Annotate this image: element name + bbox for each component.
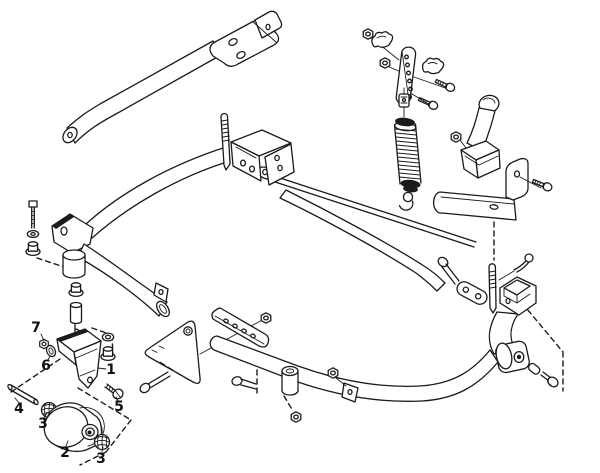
- left-pivot-stack: [62, 249, 86, 342]
- spacer-and-bolt: [527, 362, 559, 388]
- part-label-2: 2: [60, 445, 70, 461]
- bump-stop-lever: [450, 94, 501, 179]
- bolt-head-icon: [139, 382, 151, 394]
- part-label-1: 1: [106, 362, 116, 378]
- rear-mount-bar: [432, 157, 554, 221]
- nut-icon: [260, 312, 272, 324]
- gusset-plate: [139, 318, 265, 394]
- clamp-icon: [421, 55, 446, 76]
- tie-bar: [62, 10, 283, 144]
- mounting-bracket: [56, 328, 102, 389]
- roller: [495, 340, 530, 374]
- upper-tube: [85, 146, 231, 239]
- part-label-4: 4: [14, 401, 24, 417]
- rail-tab: [153, 282, 169, 303]
- roller-wheel: [43, 402, 105, 453]
- nut-icon: [290, 411, 302, 423]
- washer-ring: [45, 344, 57, 358]
- nut-icon: [379, 57, 391, 69]
- screw: [104, 383, 124, 400]
- main-frame: [51, 112, 477, 318]
- bar-sleeve: [281, 365, 299, 396]
- mount-tab: [505, 157, 529, 201]
- drop-pin: [488, 263, 497, 314]
- receiver-box: [499, 276, 537, 316]
- part-label-6: 6: [41, 358, 51, 374]
- jockey-wheel-assembly: [7, 327, 132, 466]
- link-plate: [437, 256, 488, 305]
- clamp-strip: [211, 307, 272, 348]
- s-hook: [398, 191, 414, 211]
- axle-pin: [7, 383, 39, 406]
- cap-nut-icon: [93, 433, 111, 451]
- bushing-icon: [62, 249, 86, 261]
- swan-neck: [437, 221, 564, 392]
- bottom-bar: [209, 335, 499, 423]
- part-label-3a: 3: [38, 416, 48, 432]
- bolt-icon: [416, 94, 440, 112]
- nut-icon: [327, 367, 339, 379]
- clamp-icon: [371, 31, 394, 48]
- spring-assembly: [362, 28, 457, 211]
- r-clip: [498, 253, 534, 281]
- center-bracket: [230, 129, 295, 186]
- center-pin: [220, 112, 231, 171]
- flange-nut-icon: [68, 282, 84, 298]
- bar-tab: [341, 382, 359, 403]
- part-label-5: 5: [114, 399, 124, 415]
- label-leaders: [14, 333, 119, 453]
- nut-icon: [450, 131, 462, 143]
- coil-spring: [393, 117, 422, 193]
- washer-nut-stack: [100, 332, 116, 362]
- nut-icon: [362, 28, 374, 40]
- frame-left-bracket: [51, 213, 94, 254]
- right-side-rail: [279, 189, 446, 292]
- clevis-link: [398, 93, 410, 108]
- part-label-3b: 3: [96, 451, 106, 467]
- spacer-tube: [69, 304, 83, 325]
- flange-nut-icon: [25, 241, 41, 257]
- part-label-7: 7: [31, 320, 41, 336]
- washer-icon: [26, 229, 40, 239]
- left-side-rail: [77, 243, 168, 317]
